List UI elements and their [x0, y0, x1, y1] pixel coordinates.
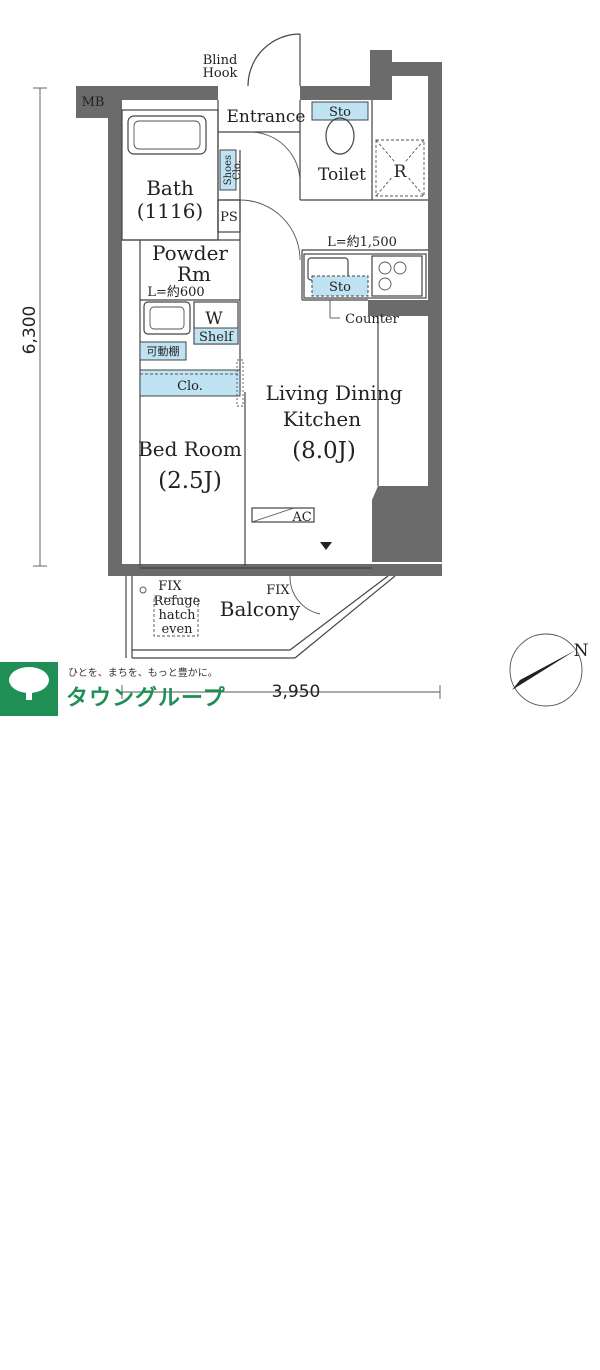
living-size-label: (8.0J): [292, 438, 356, 464]
brand-name: タウングループ: [66, 686, 226, 711]
kitchen-storage: [311, 275, 369, 297]
balcony: [125, 575, 396, 659]
bath-label: Bath: [146, 176, 194, 200]
height-dimension: 6,300: [20, 87, 47, 567]
kitchen-counter: [303, 253, 427, 299]
subbrand-label: TOWN GROUP: [4, 1362, 54, 1370]
walls: [76, 50, 442, 576]
ac-label: AC: [291, 510, 311, 525]
stove: [371, 255, 423, 297]
living-label: Living Dining: [266, 381, 403, 405]
entry-marker: [320, 542, 332, 550]
powder-room-label: Powder: [152, 241, 228, 265]
refuge-hatch: [153, 597, 199, 637]
mb-label: MB: [82, 95, 105, 110]
bathtub: [127, 115, 207, 155]
shoes-closet: [219, 149, 237, 191]
refuge-hatch-label-1: Refuge: [154, 594, 201, 609]
brand-tagline: ひとを、まちを、もっと豊かに。: [68, 668, 218, 679]
powder-room-label-2: Rm: [177, 262, 211, 286]
bath-size-label: (1116): [137, 199, 204, 223]
height-dimension-label: 6,300: [20, 306, 40, 355]
bedroom-size-label: (2.5J): [158, 468, 222, 494]
shelf-label: Shelf: [199, 330, 234, 345]
north-icon: N: [574, 641, 589, 661]
refuge-hatch-label-3: even: [161, 622, 193, 637]
floor-plan: 6,300 3,950: [20, 33, 589, 707]
shoes-closet-label-2: Clo.: [232, 160, 243, 180]
width-dimension: 3,950: [121, 682, 441, 702]
balcony-door-arc: [289, 575, 321, 615]
kitchen-length-label: L=約1,500: [327, 235, 397, 250]
pipe-space-label: PS: [220, 210, 238, 225]
kitchen-storage-label: Sto: [329, 280, 351, 295]
toilet-storage: [311, 101, 369, 121]
toilet-label: Toilet: [318, 165, 366, 185]
pipe-space: [217, 199, 241, 233]
toilet-door-arc: [249, 131, 301, 183]
blind-hook-label-1: Blind: [203, 53, 238, 68]
powder-length-label: L=約600: [147, 285, 204, 300]
living-label-2: Kitchen: [283, 407, 361, 431]
tree-icon: [9, 667, 49, 700]
toilet-storage-label: Sto: [329, 105, 351, 120]
refrigerator-label: R: [394, 162, 408, 182]
washer-label: W: [205, 309, 223, 329]
washbasin: [143, 301, 191, 335]
bedroom-closet-label: Clo.: [177, 379, 203, 394]
blind-hook-label-2: Hook: [203, 66, 238, 81]
bedroom-label: Bed Room: [138, 437, 242, 461]
refuge-hatch-label-2: hatch: [158, 608, 196, 623]
refrigerator-space: [375, 139, 425, 197]
entrance-label: Entrance: [227, 107, 306, 127]
sliding-partition: [236, 359, 244, 407]
shoes-closet-label-1: Shoes: [223, 155, 234, 185]
powder-door-arc: [239, 199, 301, 261]
fix-left-label: FIX: [158, 579, 182, 594]
fix-right-label: FIX: [266, 583, 290, 598]
shelf: [193, 327, 239, 345]
balcony-label: Balcony: [220, 597, 301, 621]
toilet-bowl: [325, 117, 355, 155]
movable-shelf-label: 可動棚: [147, 344, 180, 358]
movable-shelf: [139, 341, 187, 361]
brand-logo: TOWN GROUP: [0, 662, 58, 1370]
entrance-door: [247, 33, 301, 87]
air-conditioner: [251, 507, 315, 523]
width-dimension-label: 3,950: [272, 682, 321, 702]
counter-label: Counter: [345, 312, 399, 327]
compass: N: [509, 633, 589, 707]
